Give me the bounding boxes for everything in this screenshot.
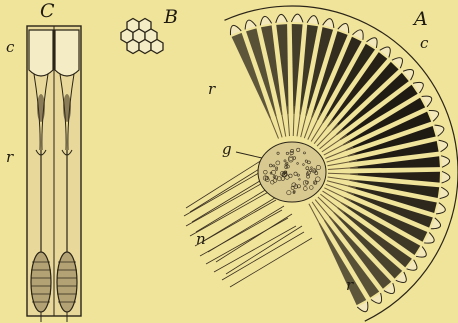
facet-cap	[442, 171, 450, 183]
ommatidium-rod	[267, 111, 278, 139]
ommatidium-rod	[327, 181, 356, 188]
panel-a-label-r-upper: r	[208, 82, 215, 97]
facet-cap	[323, 19, 334, 28]
ommatidium-rod	[325, 147, 353, 158]
panel-c-drawing	[27, 26, 81, 322]
panel-c-letter: C	[40, 2, 55, 21]
panel-b-hexagons	[121, 19, 163, 54]
panel-a-letter: A	[414, 10, 428, 29]
facet-cap	[441, 156, 449, 168]
facet-cap	[260, 16, 271, 25]
panel-c-label-c: c	[6, 40, 14, 55]
panel-a-label-r-lower: r	[346, 278, 353, 293]
facet-cap	[338, 23, 349, 33]
panel-a-drawing	[184, 6, 458, 321]
g-leader-line	[236, 152, 262, 158]
facet-cap	[434, 125, 443, 136]
facet-cap	[276, 14, 288, 22]
facet-cap	[307, 16, 318, 25]
facet-cap	[436, 203, 445, 214]
ommatidium-rod	[297, 107, 301, 137]
facet-cap	[440, 187, 449, 198]
facet-cap	[431, 218, 441, 229]
panel-b-letter: B	[164, 8, 178, 27]
ommatidium-rod	[328, 177, 358, 181]
ommatidium-rod	[281, 107, 286, 137]
panel-a-label-c: c	[420, 36, 428, 51]
panel-a-label-g: g	[222, 142, 232, 157]
facet-cap	[245, 20, 256, 29]
panel-c-label-r: r	[6, 150, 13, 165]
ommatidium-rod	[301, 108, 308, 137]
panel-a-label-n: n	[196, 232, 206, 247]
ommatidium-rod	[327, 161, 357, 166]
facet-cap	[291, 14, 303, 22]
facet-cap	[439, 140, 448, 151]
